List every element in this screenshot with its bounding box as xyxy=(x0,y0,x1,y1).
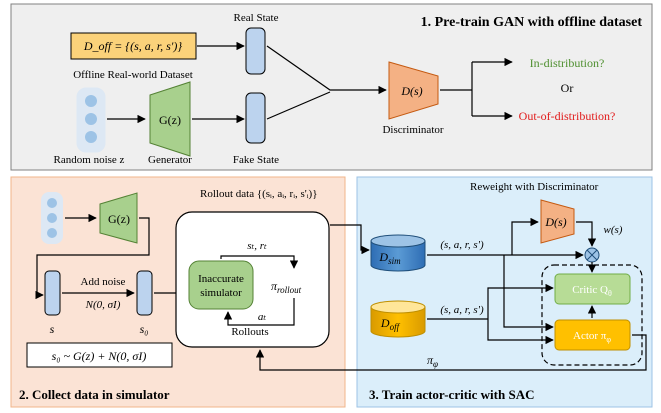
generator-shape xyxy=(149,81,191,157)
discriminator-label: Discriminator xyxy=(382,124,443,136)
p3-discriminator-shape xyxy=(540,199,575,244)
offline-dataset-box xyxy=(70,32,197,60)
rollout-policy-label: πrollout xyxy=(271,279,302,295)
doff-label: Doff xyxy=(380,316,401,332)
real-state-block xyxy=(245,27,266,75)
reweight-label: Reweight with Discriminator xyxy=(470,181,599,193)
dsim-to-discriminator-arrow xyxy=(511,217,539,255)
panel1-background xyxy=(10,3,653,171)
real-to-discriminator-arrow xyxy=(266,45,387,95)
s0-formula-text: s₀ ~ G(z) + N(0, σI) xyxy=(52,349,147,363)
fake-state-block xyxy=(245,92,266,144)
simulator-line2: simulator xyxy=(200,287,242,299)
noise-dot-3 xyxy=(85,131,97,143)
p2-noise-dot-2 xyxy=(47,213,57,223)
p2-noise-dot-3 xyxy=(47,228,57,238)
critic-label: Critic Qθ xyxy=(572,284,612,298)
fake-to-discriminator-line xyxy=(266,91,331,120)
panel3-title: 3. Train actor-critic with SAC xyxy=(369,387,534,402)
panel2-title: 2. Collect data in simulator xyxy=(19,387,170,402)
multiply-cross-2 xyxy=(586,249,598,261)
s0-formula-box xyxy=(26,342,173,368)
or-label: Or xyxy=(561,81,574,95)
p2-generator-label: G(z) xyxy=(108,212,130,226)
actor-policy-label: πφ xyxy=(427,353,438,369)
s-label: s xyxy=(50,322,55,336)
s0-label: s₀ xyxy=(140,322,149,336)
simulator-line1: Inaccurate xyxy=(198,273,244,285)
dsim-label: Dsim xyxy=(378,250,401,266)
discriminator-shape xyxy=(388,61,439,120)
dsim-cylinder-body xyxy=(370,241,426,272)
doff-cylinder-top xyxy=(370,300,426,314)
rollouts-label: Rollouts xyxy=(231,326,268,338)
action-label: aₜ xyxy=(258,311,267,323)
state-reward-label: sₜ, rₜ xyxy=(247,240,267,252)
rollout-data-label: Rollout data {(sᵢ, aᵢ, rᵢ, s'ᵢ)} xyxy=(200,188,318,200)
p2-noise-dot-1 xyxy=(47,198,57,208)
s-state-block xyxy=(44,270,61,316)
offline-dataset-label: Offline Real-world Dataset xyxy=(73,69,193,81)
rollouts-to-dsim-arrow xyxy=(330,224,370,255)
add-noise-label: Add noise xyxy=(81,276,126,288)
policy-to-rollouts-arrow xyxy=(255,334,647,371)
offline-dataset-formula: D_off = {(s, a, r, s')} xyxy=(83,39,182,53)
generator-label: Generator xyxy=(148,154,192,166)
p3-discriminator-label: D(s) xyxy=(544,215,566,229)
noise-dot-2 xyxy=(85,113,97,125)
actor-box xyxy=(554,319,631,351)
p2-generator-shape xyxy=(99,192,138,244)
doff-cylinder-body xyxy=(370,307,426,338)
dsim-tuple-label: (s, a, r, s') xyxy=(440,239,484,251)
discriminator-box-label: D(s) xyxy=(400,84,422,98)
dsim-cylinder-top xyxy=(370,234,426,248)
doff-tuple-label: (s, a, r, s') xyxy=(440,304,484,316)
generator-to-s-arrow xyxy=(35,217,150,300)
generator-box-label: G(z) xyxy=(159,113,181,127)
real-state-label: Real State xyxy=(234,12,279,24)
critic-box xyxy=(554,273,631,305)
discriminator-to-multiply-arrow xyxy=(576,221,597,247)
dsim-to-actor-arrow xyxy=(503,255,554,332)
doff-to-critic-arrow xyxy=(487,283,554,319)
actor-critic-dashed-box xyxy=(541,264,643,366)
inaccurate-simulator-box xyxy=(188,260,254,310)
simulator-to-policy-arrow xyxy=(220,255,299,269)
panel1-title: 1. Pre-train GAN with offline dataset xyxy=(421,15,643,30)
fake-state-label: Fake State xyxy=(233,154,279,166)
actor-label: Actor πφ xyxy=(573,330,611,344)
out-distribution-label: Out-of-distribution? xyxy=(519,109,616,123)
in-distribution-label: In-distribution? xyxy=(530,56,605,70)
noise-dot-1 xyxy=(85,95,97,107)
random-noise-label: Random noise z xyxy=(54,154,125,166)
doff-to-actor-arrow xyxy=(487,319,554,345)
weight-label: w(s) xyxy=(604,224,623,236)
noise-formula: N(0, σI) xyxy=(85,299,121,311)
s0-state-block xyxy=(136,270,153,316)
policy-to-simulator-arrow xyxy=(223,298,295,326)
